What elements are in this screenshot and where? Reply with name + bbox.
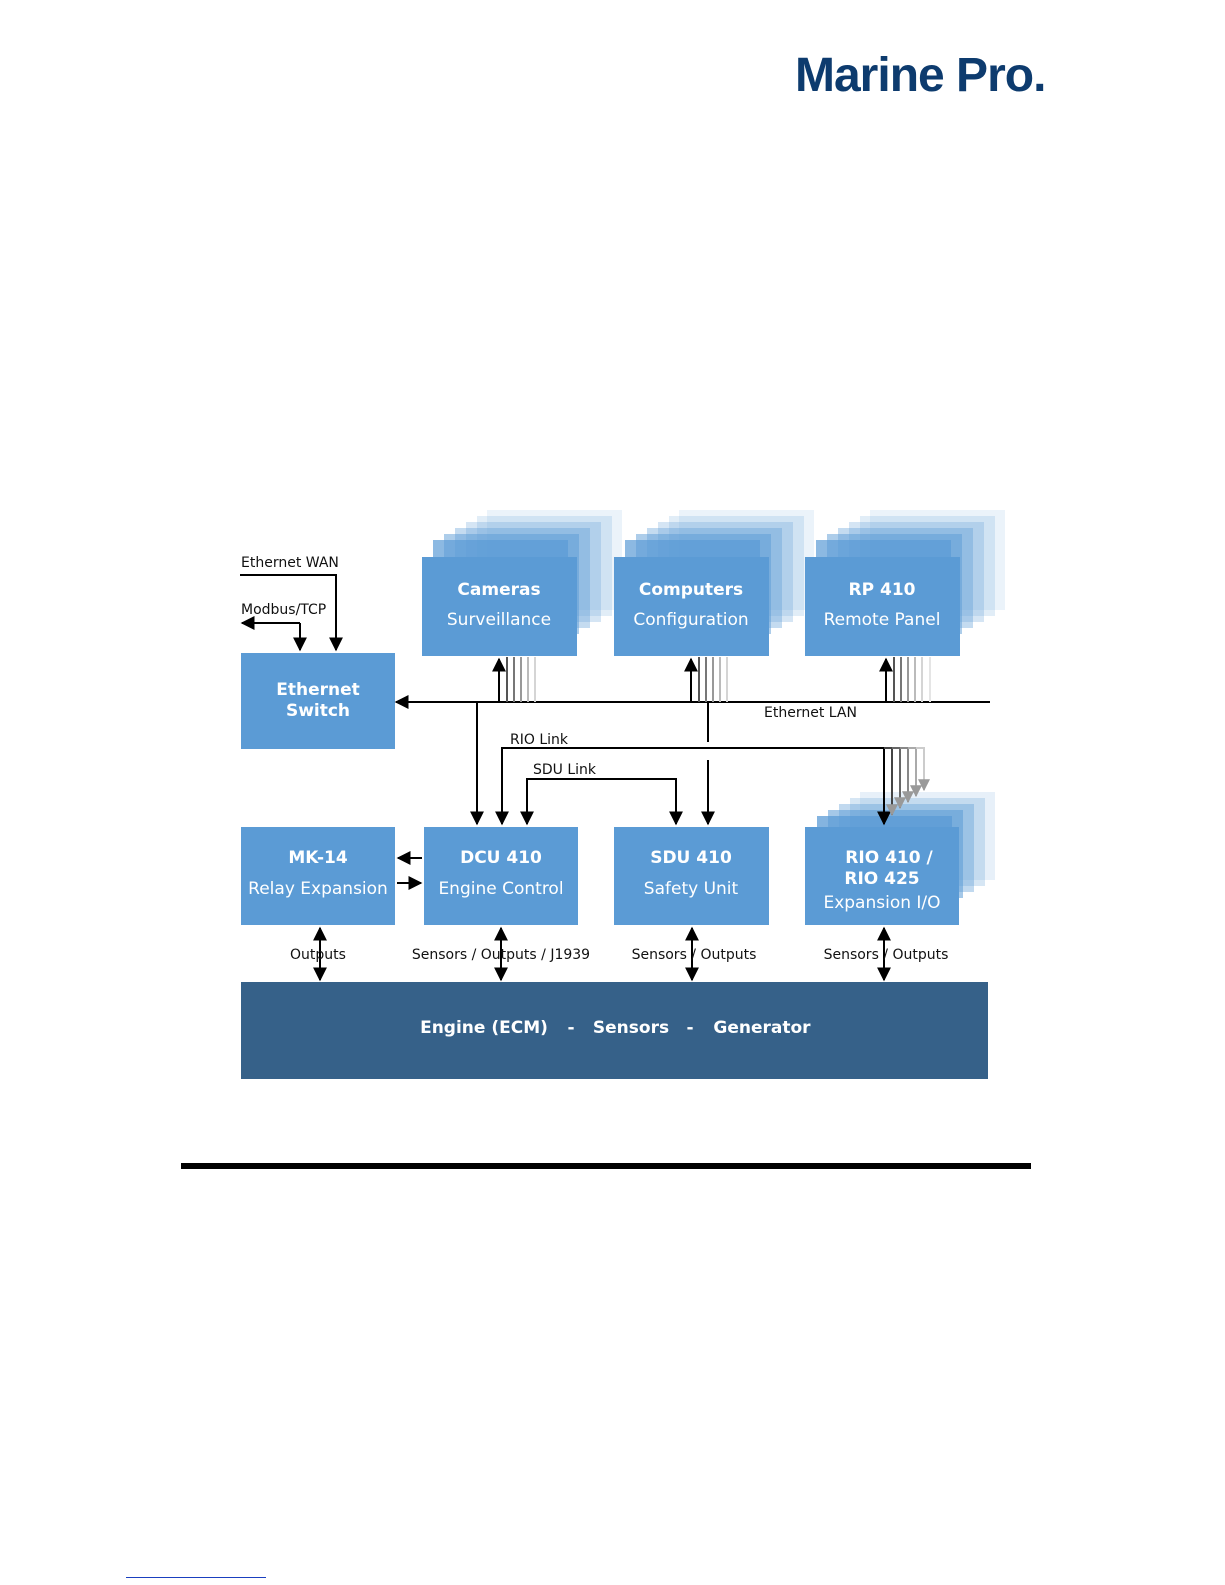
label-ethernet-lan: Ethernet LAN bbox=[764, 705, 857, 721]
dcu410-subtitle: Engine Control bbox=[438, 879, 563, 899]
computers-title: Computers bbox=[639, 580, 743, 600]
sdu410-title: SDU 410 bbox=[650, 848, 732, 868]
ethernet-switch-line1: Ethernet bbox=[276, 680, 360, 700]
label-sdu-link: SDU Link bbox=[533, 762, 597, 778]
label-sdu-io: Sensors / Outputs bbox=[632, 947, 757, 963]
cameras-subtitle: Surveillance bbox=[447, 610, 551, 630]
connectors bbox=[240, 574, 990, 982]
rio-subtitle: Expansion I/O bbox=[823, 893, 940, 913]
marine-pro-logo: Marine Pro. bbox=[795, 49, 1046, 102]
mk14-title: MK-14 bbox=[288, 848, 347, 868]
label-rio-link: RIO Link bbox=[510, 732, 569, 748]
ethernet-switch-box bbox=[241, 653, 395, 749]
rio-box bbox=[805, 827, 959, 925]
label-mk14-outputs: Outputs bbox=[290, 947, 346, 963]
dcu410-title: DCU 410 bbox=[460, 848, 542, 868]
computers-subtitle: Configuration bbox=[633, 610, 748, 630]
cameras-title: Cameras bbox=[457, 580, 540, 600]
cameras-box bbox=[422, 557, 577, 656]
engine-generator-label: Generator bbox=[713, 1018, 811, 1038]
sdu410-box bbox=[614, 827, 769, 925]
ethernet-switch-line2: Switch bbox=[286, 701, 350, 721]
engine-sensors-label: Sensors bbox=[593, 1018, 669, 1038]
sdu-link bbox=[520, 778, 683, 826]
mk14-box bbox=[241, 827, 395, 925]
rp410-title: RP 410 bbox=[849, 580, 916, 600]
rio-line2: RIO 425 bbox=[844, 869, 919, 889]
rio-link bbox=[495, 747, 891, 826]
engine-ecm-label: Engine (ECM) bbox=[420, 1018, 548, 1038]
label-dcu-io: Sensors / Outputs / J1939 bbox=[412, 947, 590, 963]
stack-connectors bbox=[506, 657, 931, 817]
engine-sep-1: - bbox=[567, 1018, 574, 1038]
dcu410-box bbox=[424, 827, 578, 925]
label-modbus-tcp: Modbus/TCP bbox=[241, 602, 326, 618]
footer-link-underline bbox=[126, 1577, 266, 1578]
engine-sep-2: - bbox=[686, 1018, 693, 1038]
engine-bar bbox=[241, 982, 988, 1079]
section-divider bbox=[181, 1163, 1031, 1169]
label-rio-io: Sensors / Outputs bbox=[824, 947, 949, 963]
mk14-subtitle: Relay Expansion bbox=[248, 879, 388, 899]
label-ethernet-wan: Ethernet WAN bbox=[241, 555, 339, 571]
computers-box bbox=[614, 557, 769, 656]
rio-line1: RIO 410 / bbox=[845, 848, 933, 868]
sdu410-subtitle: Safety Unit bbox=[644, 879, 739, 899]
ethernet-wan-link bbox=[240, 574, 343, 652]
rp410-subtitle: Remote Panel bbox=[824, 610, 941, 630]
rp410-box bbox=[805, 557, 960, 656]
